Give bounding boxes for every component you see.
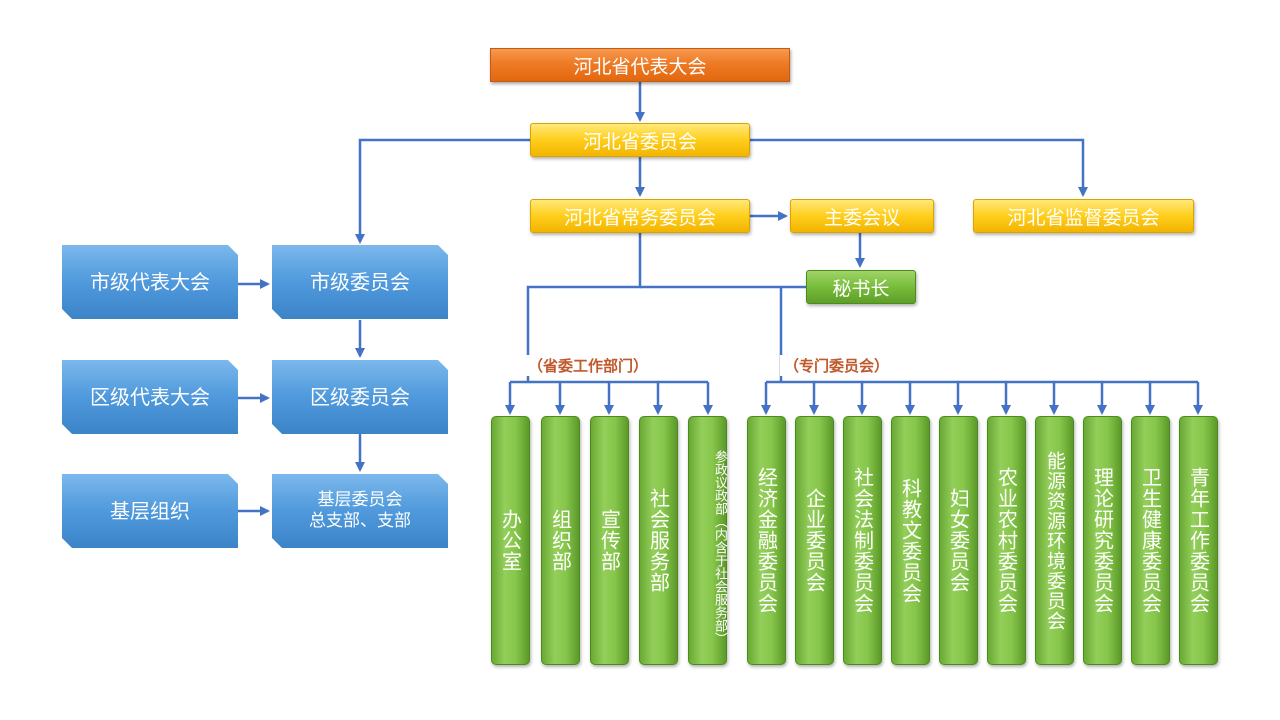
supervision-committee-box: 河北省监督委员会 bbox=[973, 199, 1194, 233]
department-column: 组织部 bbox=[541, 416, 580, 665]
district-congress-box: 区级代表大会 bbox=[62, 360, 238, 434]
committee-column: 理论研究委员会 bbox=[1083, 416, 1122, 665]
chair-meeting-box: 主委会议 bbox=[790, 199, 934, 233]
committee-column: 农业农村委员会 bbox=[987, 416, 1026, 665]
grassroots-committee-line2: 总支部、支部 bbox=[309, 511, 411, 531]
departments-group-label: （省委工作部门） bbox=[524, 355, 653, 376]
district-committee-box: 区级委员会 bbox=[272, 360, 448, 434]
secretary-box: 秘书长 bbox=[806, 270, 916, 304]
committee-column: 科教文委员会 bbox=[891, 416, 930, 665]
committee-column: 青年工作委员会 bbox=[1179, 416, 1218, 665]
standing-committee-box: 河北省常务委员会 bbox=[530, 199, 750, 233]
committees-group-label: （专门委员会） bbox=[780, 355, 894, 376]
committee-column: 卫生健康委员会 bbox=[1131, 416, 1170, 665]
department-column: 办公室 bbox=[491, 416, 530, 665]
hebei-congress-box: 河北省代表大会 bbox=[490, 48, 790, 82]
city-congress-box: 市级代表大会 bbox=[62, 245, 238, 319]
department-column: 社会服务部 bbox=[639, 416, 678, 665]
committee-column: 社会法制委员会 bbox=[843, 416, 882, 665]
department-column: 参政议政部（内含于社会服务部） bbox=[688, 416, 727, 665]
committee-column: 企业委员会 bbox=[795, 416, 834, 665]
committee-column: 妇女委员会 bbox=[939, 416, 978, 665]
grassroots-box: 基层组织 bbox=[62, 474, 238, 548]
committee-column: 经济金融委员会 bbox=[747, 416, 786, 665]
grassroots-committee-line1: 基层委员会 bbox=[317, 489, 403, 510]
hebei-committee-box: 河北省委员会 bbox=[530, 123, 750, 157]
city-committee-box: 市级委员会 bbox=[272, 245, 448, 319]
grassroots-committee-box: 基层委员会 总支部、支部 bbox=[272, 474, 448, 548]
department-column: 宣传部 bbox=[590, 416, 629, 665]
committee-column: 能源资源环境委员会 bbox=[1035, 416, 1074, 665]
